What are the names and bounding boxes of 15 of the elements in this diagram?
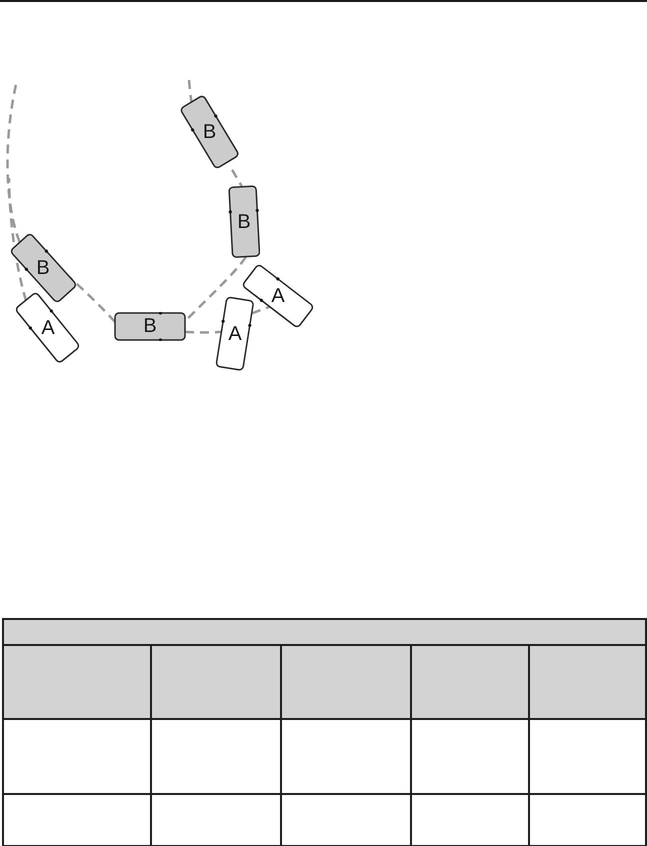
vehicle-letter: A — [41, 318, 55, 338]
vehicle-letter: B — [237, 212, 251, 232]
dashed-path — [188, 80, 193, 102]
vehicle-letter: B — [143, 316, 157, 336]
vehicle-letter: B — [36, 258, 50, 278]
dashed-path — [251, 306, 270, 314]
dashed-path — [184, 330, 222, 334]
dashed-path — [8, 178, 28, 302]
vehicle-letter: A — [271, 286, 285, 306]
vehicle-letter: A — [228, 324, 242, 344]
vehicle-letter: B — [202, 122, 216, 142]
car — [228, 185, 260, 259]
dashed-path — [231, 169, 243, 187]
dashed-path — [68, 276, 116, 323]
car — [114, 312, 186, 340]
